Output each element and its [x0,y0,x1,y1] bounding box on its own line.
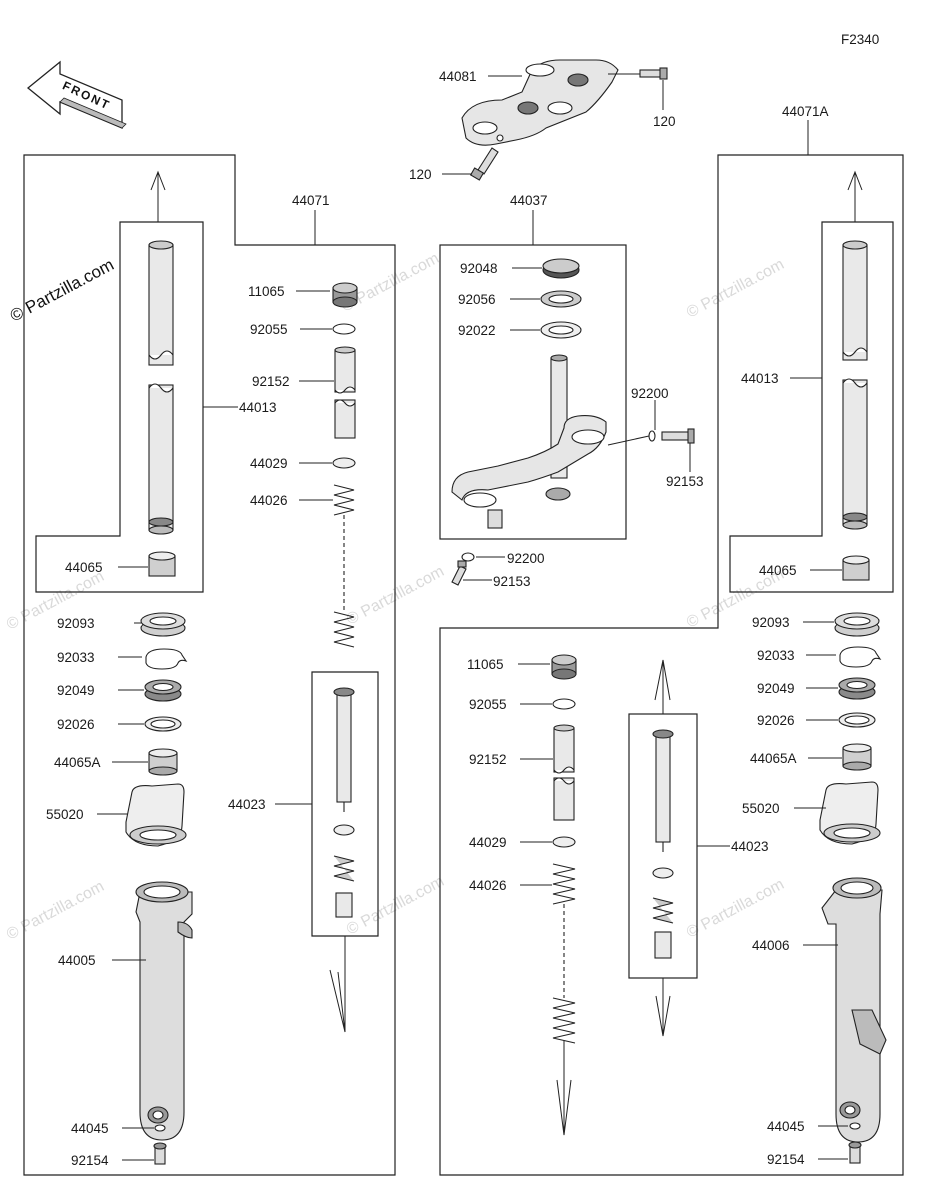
collar-left [334,346,356,439]
dust-seal-left [144,679,182,702]
oil-seal-right [834,612,880,637]
watermark-text: © Partzilla.com [684,876,787,942]
label-92153-right: 92153 [666,474,704,489]
label-92200-right: 92200 [631,386,669,401]
gasket-left [154,1124,166,1132]
washer-left [144,716,182,732]
stem-group: 44037 92048 92056 92022 92200 [439,193,704,589]
bolt-92153-right [661,428,695,444]
label-44029: 44029 [250,456,288,471]
label-120-right: 120 [653,114,676,129]
spring-left [333,484,355,648]
label-92033: 92033 [57,650,95,665]
bolt-92154-right [848,1141,862,1164]
upper-bracket [461,59,619,146]
oil-seal-left [140,612,186,637]
stopper-ring-right [839,646,882,668]
o-ring-right [552,698,576,710]
label-44013-right: 44013 [741,371,779,386]
label-44065A: 44065A [54,755,101,770]
label-44065-right: 44065 [759,563,797,578]
collar-right [553,724,575,821]
fork-guard-right [819,781,881,845]
label-44005: 44005 [58,953,96,968]
watermark-text: © Partzilla.com [4,878,107,944]
label-44071A: 44071A [782,104,829,119]
o-ring-92200-bottom [461,552,475,562]
label-44045-right: 44045 [767,1119,805,1134]
fork-guard-left [125,783,187,847]
label-92033-right: 92033 [757,648,795,663]
outer-tube-right [821,877,887,1143]
cylinder-unit-right [652,729,674,959]
label-44013: 44013 [239,400,277,415]
label-44065: 44065 [65,560,103,575]
right-fork-group: 44071A 44013 44065 9 [439,104,904,1176]
bolt-120-left [469,147,499,181]
label-11065-right: 11065 [467,657,504,672]
label-44029-right: 44029 [469,835,507,850]
cap-bolt-right [551,654,577,680]
diagram-code: F2340 [841,32,879,47]
label-92049-right: 92049 [757,681,795,696]
label-92048: 92048 [460,261,498,276]
label-92152: 92152 [252,374,290,389]
watermark-text: © Partzilla.com [684,256,787,322]
o-ring-left [332,323,356,335]
washer-right [838,712,876,728]
inner-tube-right [842,240,868,530]
label-92055: 92055 [250,322,288,337]
steering-stem [451,354,607,529]
cap-bolt-left [332,282,358,308]
bushing-a-left [148,748,178,776]
label-44081: 44081 [439,69,477,84]
cylinder-unit-left [333,687,355,918]
left-fork-group: 44071 44013 44065 [23,154,396,1176]
label-55020: 55020 [46,807,84,822]
bolt-92154-left [153,1142,167,1165]
label-92093-right: 92093 [752,615,790,630]
front-arrow-icon: FRONT [26,60,127,129]
label-44023-right: 44023 [731,839,769,854]
label-44023: 44023 [228,797,266,812]
label-92026-right: 92026 [757,713,795,728]
label-44026: 44026 [250,493,288,508]
label-55020-right: 55020 [742,801,780,816]
label-120-left: 120 [409,167,432,182]
bolt-92153-bottom [451,560,467,586]
spring-seat-right [552,836,576,848]
o-ring-92200-right [648,430,656,442]
bushing-right [842,555,870,581]
inner-tube-left [148,240,174,535]
spring-right [552,863,576,1136]
label-92154: 92154 [71,1153,109,1168]
label-92056: 92056 [458,292,496,307]
bushing-left [148,551,176,577]
bolt-120-right [639,67,668,80]
label-44065A-right: 44065A [750,751,797,766]
label-44006: 44006 [752,938,790,953]
label-92055-right: 92055 [469,697,507,712]
spring-seat-left [332,457,356,469]
label-44037: 44037 [510,193,548,208]
label-11065: 11065 [248,284,285,299]
label-92153-bottom: 92153 [493,574,531,589]
label-44071: 44071 [292,193,330,208]
label-92154-right: 92154 [767,1152,805,1167]
dust-seal-right [838,677,876,700]
label-92200-bottom: 92200 [507,551,545,566]
label-92093: 92093 [57,616,95,631]
outer-tube-left [135,881,193,1141]
label-92026: 92026 [57,717,95,732]
label-92152-right: 92152 [469,752,507,767]
stopper-ring-left [145,648,188,670]
label-92022: 92022 [458,323,496,338]
label-44045: 44045 [71,1121,109,1136]
gasket-right [849,1122,861,1130]
label-44026-right: 44026 [469,878,507,893]
label-92049: 92049 [57,683,95,698]
bushing-a-right [842,743,872,771]
